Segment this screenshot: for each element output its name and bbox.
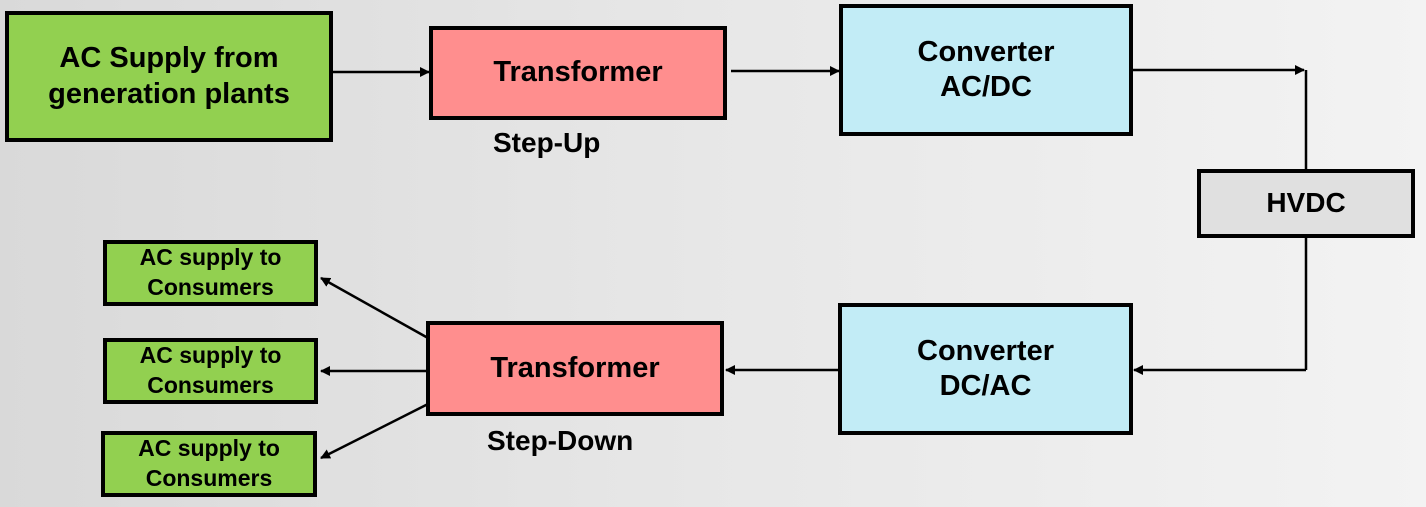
consumer-box-1: AC supply to Consumers [103,240,318,306]
transformer-step-up-box: Transformer [429,26,727,120]
converter-ac-dc-line1: Converter [917,35,1055,68]
converter-dc-ac-line2: DC/AC [939,370,1032,402]
arrow-transformer-to-consumer-1 [320,276,429,340]
transformer-step-up-label: Transformer [493,56,663,89]
converter-ac-dc-box: Converter AC/DC [839,4,1133,136]
converter-dc-ac-line1: Converter [917,334,1054,367]
hvdc-label: HVDC [1266,187,1346,219]
step-up-label: Step-Up [493,127,601,158]
consumer-box-2: AC supply to Consumers [103,338,318,404]
converter-ac-dc-line2: AC/DC [940,71,1032,103]
ac-supply-label: AC Supply from generation plants [48,42,290,110]
arrow-transformer-to-consumer-3 [320,402,429,460]
converter-dc-ac-box: Converter DC/AC [838,303,1133,435]
consumer-2-line2: Consumers [147,372,274,398]
consumer-box-3: AC supply to Consumers [101,431,317,497]
consumer-3-line1: AC supply to [138,435,280,462]
consumer-1-line1: AC supply to [139,244,282,271]
consumer-1-line2: Consumers [147,274,274,300]
consumer-2-line1: AC supply to [139,342,282,369]
consumer-3-line2: Consumers [145,465,273,491]
ac-supply-box: AC Supply from generation plants [5,11,333,142]
transformer-step-down-label: Transformer [490,351,660,384]
step-down-label: Step-Down [487,425,634,456]
hvdc-box: HVDC [1197,169,1415,238]
transformer-step-down-box: Transformer [426,321,724,416]
